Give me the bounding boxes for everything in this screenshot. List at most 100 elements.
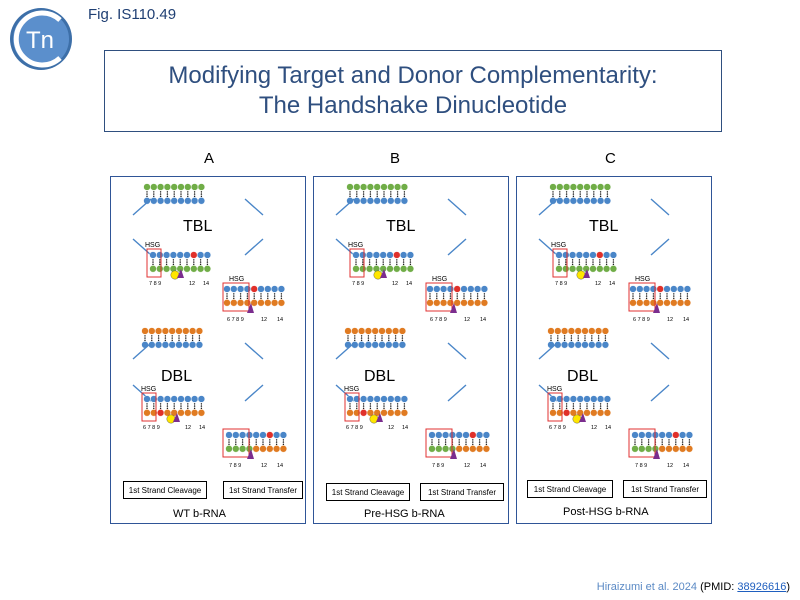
hsg-highlight-box: [146, 248, 162, 278]
base-pair-dot: [347, 339, 349, 341]
citation-pmid-suffix: ): [786, 581, 790, 593]
base-pair-dot: [159, 191, 162, 193]
top-strand-nucleotide: [279, 431, 288, 439]
base-pair-dot: [206, 259, 209, 261]
bottom-strand-nucleotide: [683, 299, 692, 307]
bottom-strand-nucleotide: [359, 197, 368, 205]
position-number: 12: [667, 463, 673, 469]
cleavage-arrow: [450, 303, 457, 313]
cleavage-arrow: [177, 269, 184, 278]
base-pair-dot: [409, 259, 412, 261]
top-strand-nucleotide: [549, 183, 557, 191]
base-pair-dot: [641, 439, 643, 441]
top-strand-nucleotide: [364, 327, 373, 335]
top-strand-nucleotide: [170, 395, 178, 403]
top-strand-nucleotide: [602, 251, 611, 259]
bottom-strand-nucleotide: [380, 197, 388, 205]
base-pair-dot: [472, 439, 474, 441]
base-pair-dot: [599, 405, 602, 407]
bottom-strand-nucleotide: [576, 197, 584, 205]
top-strand-nucleotide: [373, 395, 381, 403]
top-strand-nucleotide: [476, 431, 484, 439]
base-pair-dot: [652, 293, 655, 295]
bottom-strand-nucleotide: [649, 299, 658, 307]
bottom-strand-nucleotide: [455, 445, 463, 453]
top-strand-nucleotide: [596, 395, 605, 403]
first-strand-cleavage-button: 1st Strand Cleavage: [326, 483, 410, 501]
base-pair-dot: [605, 261, 608, 263]
base-pair-dot: [246, 297, 249, 299]
top-strand-nucleotide: [683, 285, 692, 293]
base-pair-dot: [187, 193, 189, 195]
base-pair-dot: [374, 337, 376, 339]
top-strand-nucleotide: [169, 251, 178, 259]
base-pair-dot: [429, 297, 431, 299]
base-pair-dot: [273, 297, 276, 299]
base-pair-dot: [579, 193, 581, 195]
base-pair-dot: [226, 295, 228, 297]
bottom-strand-nucleotide: [175, 341, 183, 349]
base-pair-dot: [659, 293, 661, 295]
base-pair-dot: [465, 443, 467, 445]
base-pair-dot: [550, 335, 552, 337]
base-pair-dot: [565, 405, 568, 407]
base-pair-dot: [200, 191, 203, 193]
pmid-link[interactable]: 38926616: [737, 581, 787, 593]
strand-arm: [335, 342, 467, 360]
hsg-label: HSG: [432, 276, 447, 283]
bottom-strand-nucleotide: [583, 409, 591, 417]
base-pair-dot: [390, 195, 392, 197]
top-strand-nucleotide: [596, 251, 604, 259]
base-pair-dot: [688, 441, 691, 443]
cleavage-arrow: [579, 413, 586, 422]
top-strand-nucleotide: [237, 285, 245, 293]
bottom-strand-nucleotide: [589, 265, 597, 273]
first-strand-cleavage-button: 1st Strand Cleavage: [527, 480, 613, 498]
cleavage-arrow: [247, 449, 254, 459]
top-strand-nucleotide: [359, 183, 368, 191]
bottom-strand-nucleotide: [685, 445, 694, 453]
base-pair-dot: [668, 439, 670, 441]
base-pair-dot: [584, 339, 586, 341]
bottom-strand-nucleotide: [197, 409, 206, 417]
base-pair-dot: [388, 335, 390, 337]
hsg-highlight-box: [552, 248, 568, 278]
top-strand-nucleotide: [273, 431, 281, 439]
base-pair-dot: [193, 195, 196, 197]
tn-logo: Tn: [10, 8, 72, 70]
bottom-strand-nucleotide: [364, 341, 373, 349]
top-strand-nucleotide: [629, 285, 637, 293]
base-pair-dot: [652, 297, 655, 299]
cleavage-arrow: [653, 449, 660, 459]
bottom-strand-nucleotide: [643, 299, 651, 307]
base-pair-dot: [226, 293, 228, 295]
bottom-strand-nucleotide: [188, 341, 197, 349]
bottom-strand-nucleotide: [590, 409, 598, 417]
base-pair-dot: [349, 405, 351, 407]
base-pair-dot: [559, 403, 561, 405]
top-strand-nucleotide: [359, 251, 367, 259]
bottom-strand-nucleotide: [609, 265, 618, 273]
hsg-highlight-box: [628, 282, 656, 312]
base-pair-dot: [483, 293, 486, 295]
base-pair-dot: [606, 403, 609, 405]
top-strand-nucleotide: [677, 285, 685, 293]
hsg-highlight-box: [349, 248, 365, 278]
base-pair-dot: [571, 261, 574, 263]
top-strand-nucleotide: [243, 285, 252, 293]
base-pair-dot: [206, 261, 209, 263]
top-strand-nucleotide: [266, 431, 274, 439]
base-pair-dot: [563, 337, 566, 339]
base-pair-dot: [604, 335, 607, 337]
first-strand-transfer-button: 1st Strand Transfer: [623, 480, 707, 498]
base-pair-dot: [241, 441, 244, 443]
base-pair-dot: [153, 405, 155, 407]
top-strand-nucleotide: [197, 395, 206, 403]
top-strand-nucleotide: [380, 183, 388, 191]
base-pair-dot: [233, 295, 235, 297]
base-pair-dot: [438, 439, 440, 441]
base-pair-dot: [233, 293, 235, 295]
base-pair-dot: [159, 407, 162, 409]
top-strand-nucleotide: [239, 431, 247, 439]
